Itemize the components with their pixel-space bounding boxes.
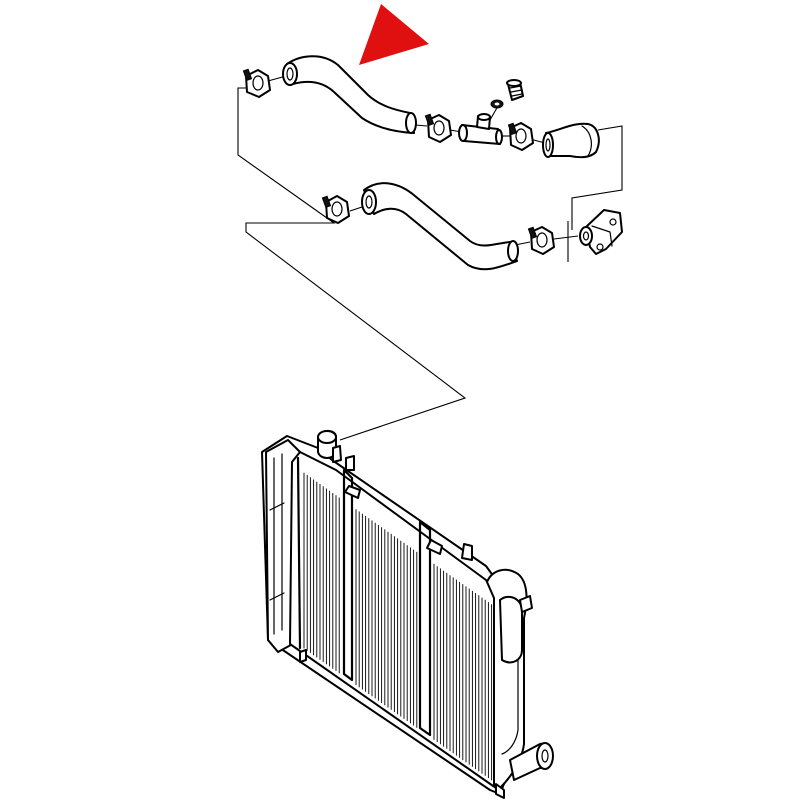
radiator-fins [303, 472, 493, 781]
bleed-screw [506, 79, 524, 101]
lower-hose-left-clamp [321, 195, 350, 224]
upper-hose [282, 55, 417, 134]
highlight-arrow [359, 4, 429, 65]
radiator-lower-outlet [509, 742, 554, 781]
lower-hose-right-clamp [527, 226, 555, 255]
thermostat-housing-outlet [579, 209, 623, 255]
radiator-upper-inlet [317, 430, 337, 459]
upper-hose-left-clamp [242, 68, 271, 98]
short-elbow-hose [542, 122, 600, 159]
tee-connector [458, 113, 503, 145]
upper-hose-right-clamp [424, 113, 452, 143]
radiator [261, 430, 554, 799]
lower-hose [361, 182, 519, 271]
tee-right-clamp [507, 122, 534, 151]
bleed-screw-washer [490, 99, 504, 109]
